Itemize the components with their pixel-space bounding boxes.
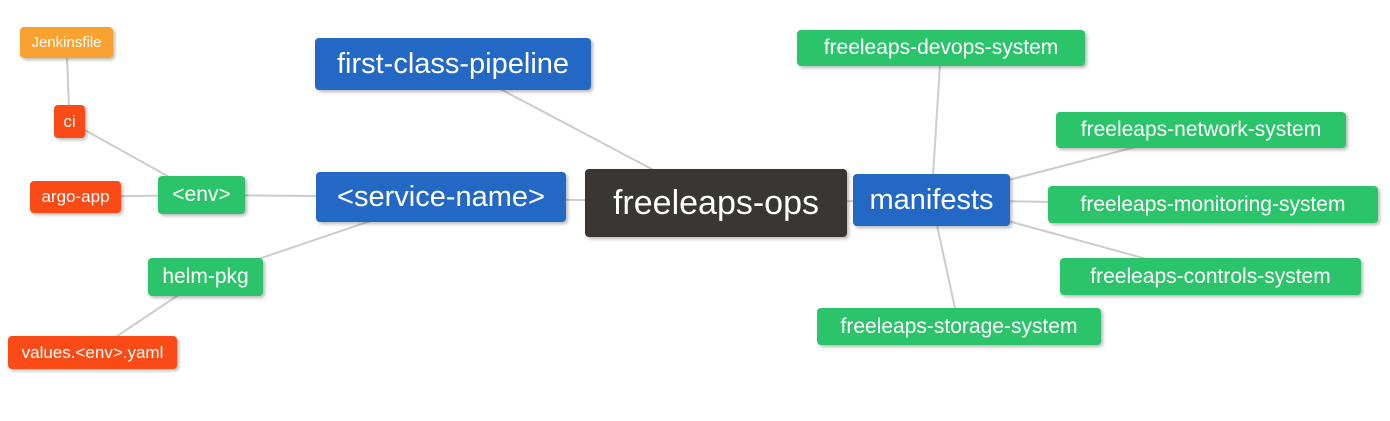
node-freeleaps-monitoring-system[interactable]: freeleaps-monitoring-system (1048, 186, 1378, 223)
node-env[interactable]: <env> (158, 176, 245, 214)
node-helm-pkg[interactable]: helm-pkg (148, 258, 263, 296)
node-ci[interactable]: ci (54, 105, 85, 138)
node-values-env-yaml[interactable]: values.<env>.yaml (8, 336, 177, 369)
node-freeleaps-devops-system[interactable]: freeleaps-devops-system (797, 30, 1085, 66)
node-freeleaps-network-system[interactable]: freeleaps-network-system (1056, 112, 1346, 148)
node-jenkinsfile[interactable]: Jenkinsfile (20, 27, 113, 58)
node-freeleaps-storage-system[interactable]: freeleaps-storage-system (817, 308, 1101, 345)
node-freeleaps-controls-system[interactable]: freeleaps-controls-system (1060, 258, 1361, 295)
node-freeleaps-ops[interactable]: freeleaps-ops (585, 169, 847, 237)
node-argo-app[interactable]: argo-app (30, 181, 121, 213)
node-service-name[interactable]: <service-name> (316, 172, 566, 222)
node-first-class-pipeline[interactable]: first-class-pipeline (315, 38, 591, 90)
node-manifests[interactable]: manifests (853, 174, 1010, 226)
